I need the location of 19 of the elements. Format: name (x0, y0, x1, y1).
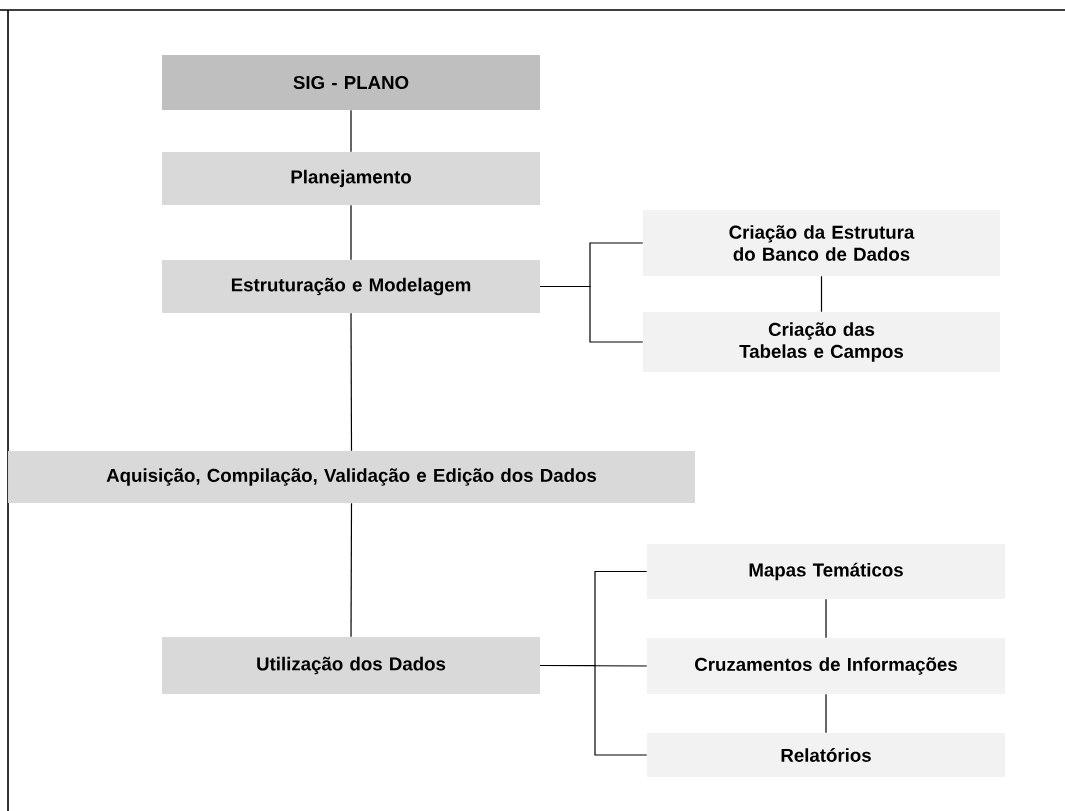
process-box: Mapas Temáticos (647, 544, 1005, 599)
process-box: Criação da Estrutura do Banco de Dados (643, 210, 1000, 276)
connector-line (539, 285, 644, 343)
process-box: Planejamento (162, 152, 540, 205)
connector-line (350, 312, 353, 452)
connector-line (820, 275, 823, 313)
process-box: Relatórios (647, 733, 1005, 777)
process-box: SIG - PLANO (162, 55, 540, 110)
process-box: Estruturação e Modelagem (162, 260, 540, 313)
connector-line (350, 109, 352, 153)
connector-line (350, 204, 352, 261)
process-box: Aquisição, Compilação, Validação e Edição dos Dados (8, 451, 695, 503)
connector-line (350, 502, 353, 638)
connector-line (825, 598, 827, 639)
connector-line (825, 693, 827, 734)
connector-line (539, 664, 648, 756)
process-box: Cruzamentos de Informações (647, 638, 1005, 694)
process-box: Criação das Tabelas e Campos (643, 312, 1000, 372)
process-box: Utilização dos Dados (162, 637, 540, 694)
